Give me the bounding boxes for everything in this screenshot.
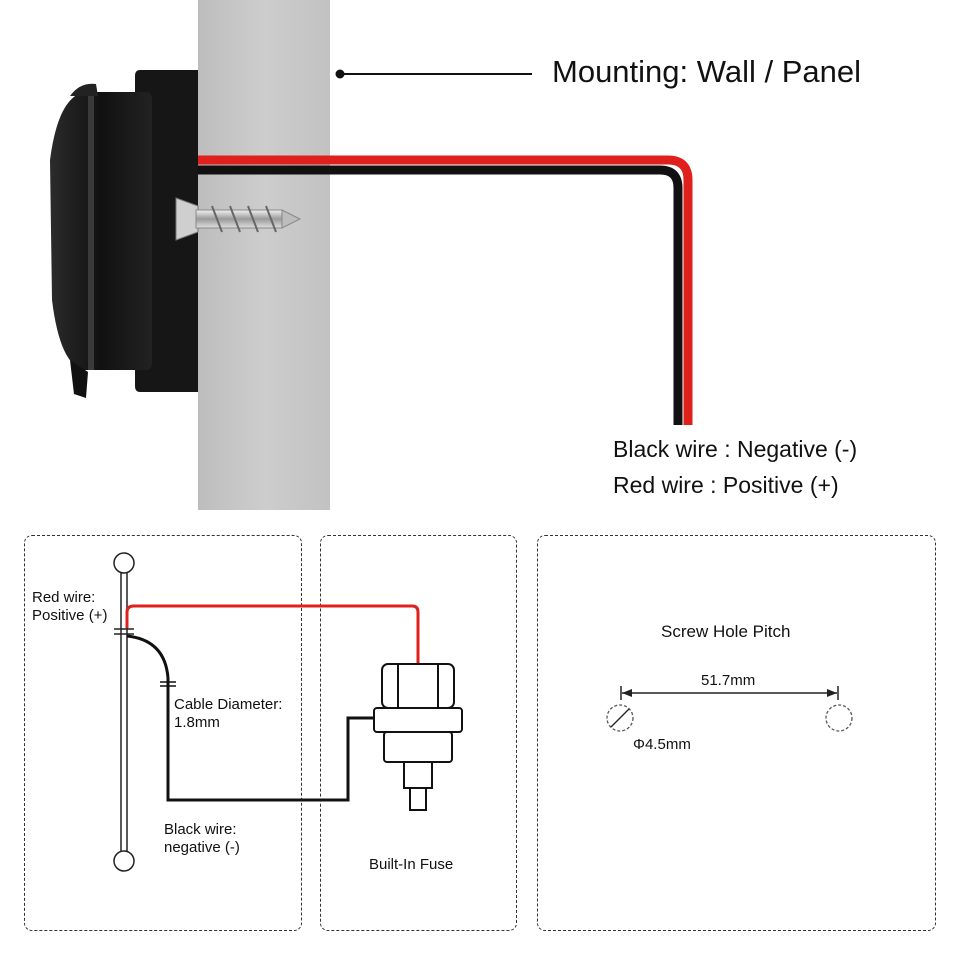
red-wire (198, 155, 693, 425)
fuse-holder (373, 663, 463, 811)
cable-diameter-label: Cable Diameter: 1.8mm (174, 696, 283, 731)
screw-pitch-panel (537, 535, 936, 931)
hole-diameter-label: Φ4.5mm (633, 736, 691, 753)
diagram-red-wire (125, 604, 420, 664)
screw-hole-left (606, 704, 634, 732)
black-wire (198, 165, 683, 425)
screw (175, 197, 302, 241)
wiring-panel (24, 535, 302, 931)
screw-hole-right (825, 704, 853, 732)
mounting-leader-dot (335, 69, 345, 79)
wall-panel (198, 0, 330, 510)
diagram-red-wire-label: Red wire: Positive (+) (32, 589, 108, 624)
diagram-black-wire (126, 634, 375, 802)
screw-pitch-title: Screw Hole Pitch (661, 622, 791, 641)
fuse-panel (320, 535, 517, 931)
black-wire-label: Black wire : Negative (-) (613, 436, 858, 462)
device-body (50, 70, 198, 398)
screw-hole-pitch-drawing (606, 686, 853, 732)
fuse-label: Built-In Fuse (369, 856, 454, 873)
wiring-rod (113, 552, 135, 872)
diagram-black-wire-label: Black wire: negative (-) (164, 821, 240, 856)
pitch-dimension-label: 51.7mm (701, 672, 756, 689)
red-wire-label: Red wire : Positive (+) (613, 472, 839, 498)
mounting-label: Mounting: Wall / Panel (552, 54, 862, 89)
